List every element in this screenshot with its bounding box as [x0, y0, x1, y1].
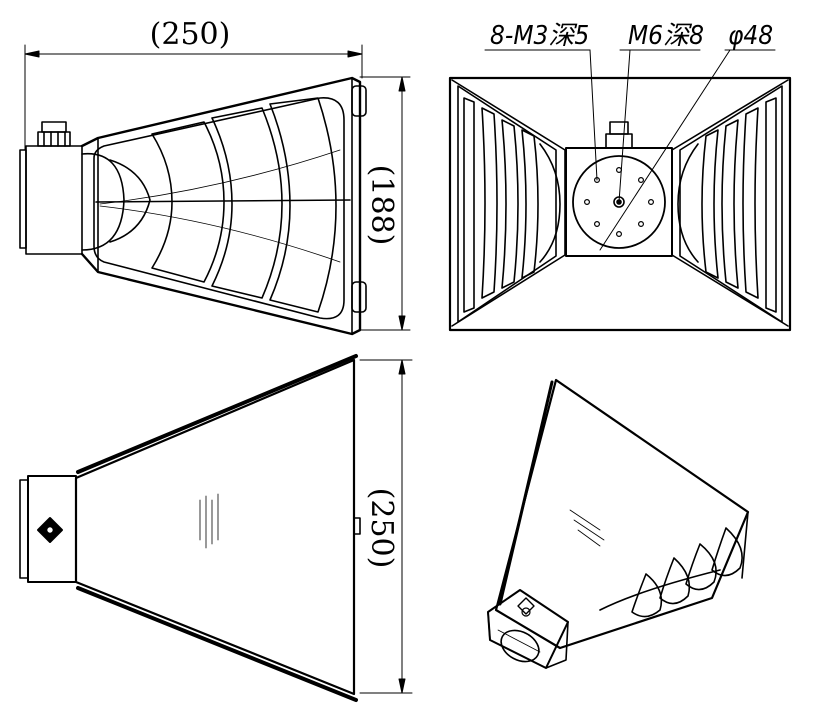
ridge-slots-right [677, 97, 777, 313]
dimension-height-bottom-label: (250) [364, 488, 399, 569]
flange-disk [572, 155, 666, 249]
dimension-width-top [24, 44, 363, 151]
dimension-width-label: (250) [150, 17, 231, 52]
horn-outline-side [80, 76, 362, 336]
horn-outline-top [74, 358, 356, 696]
dimension-height-side [359, 76, 411, 331]
top-view: (250) [19, 354, 413, 702]
ridge-slots-side [95, 97, 351, 313]
ridge-slots-left [463, 97, 561, 313]
dimension-height-label: (188) [364, 165, 399, 246]
callout-mounting-holes: 8-M3深5 [490, 21, 589, 51]
front-frame [448, 76, 792, 332]
flange-block [25, 145, 83, 255]
dimension-height-bottom [359, 359, 413, 694]
nameplate-marking [199, 493, 219, 549]
connector [37, 121, 71, 147]
ridge-slots-iso [599, 527, 743, 618]
horn-outline-iso [494, 378, 750, 650]
iso-nameplate [569, 509, 605, 547]
leader-lines [484, 49, 776, 251]
callout-center-hole: M6深8 [628, 21, 704, 51]
isometric-view [487, 378, 750, 669]
side-view: (250) (188) [19, 17, 411, 336]
callout-flange-diameter: φ48 [728, 21, 773, 51]
front-view: 8-M3深5 M6深8 φ48 [448, 21, 792, 332]
